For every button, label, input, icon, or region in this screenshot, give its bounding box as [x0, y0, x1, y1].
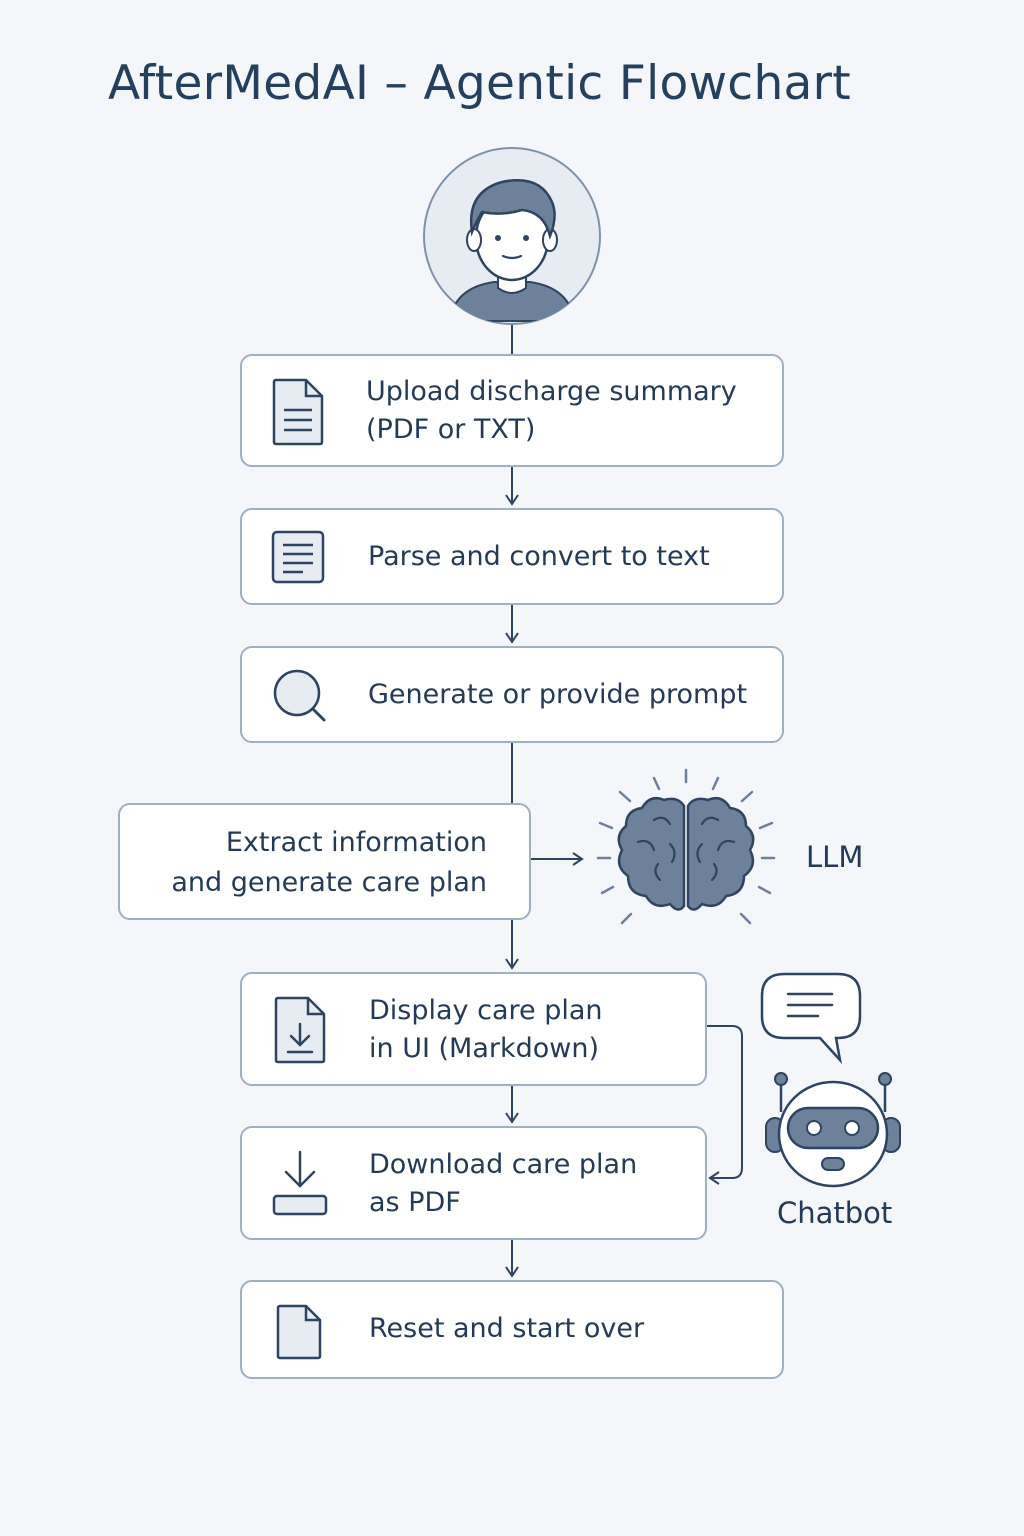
step-upload-label: Upload discharge summary(PDF or TXT) — [366, 376, 737, 445]
user-avatar-icon — [423, 147, 601, 325]
llm-label: LLM — [806, 840, 864, 874]
brain-icon — [596, 768, 776, 925]
magnifier-icon — [273, 669, 326, 722]
speech-bubble-icon — [760, 972, 862, 1065]
step-prompt-label: Generate or provide prompt — [368, 679, 748, 710]
download-tray-icon — [272, 1150, 328, 1216]
step-reset-label: Reset and start over — [369, 1313, 645, 1344]
step-parse-box: Parse and convert to text — [240, 508, 784, 605]
document-download-icon — [274, 996, 326, 1064]
text-lines-icon — [271, 530, 325, 584]
blank-page-icon — [276, 1304, 322, 1360]
step-upload-box: Upload discharge summary(PDF or TXT) — [240, 354, 784, 467]
step-reset-box: Reset and start over — [240, 1280, 784, 1379]
step-prompt-box: Generate or provide prompt — [240, 646, 784, 743]
arrow-chatbot-bracket — [707, 1025, 743, 1185]
step-parse-label: Parse and convert to text — [368, 541, 710, 572]
document-icon — [272, 378, 324, 446]
page-title: AfterMedAI – Agentic Flowchart — [108, 56, 851, 111]
chatbot-label: Chatbot — [777, 1196, 893, 1230]
robot-icon — [765, 1072, 901, 1188]
